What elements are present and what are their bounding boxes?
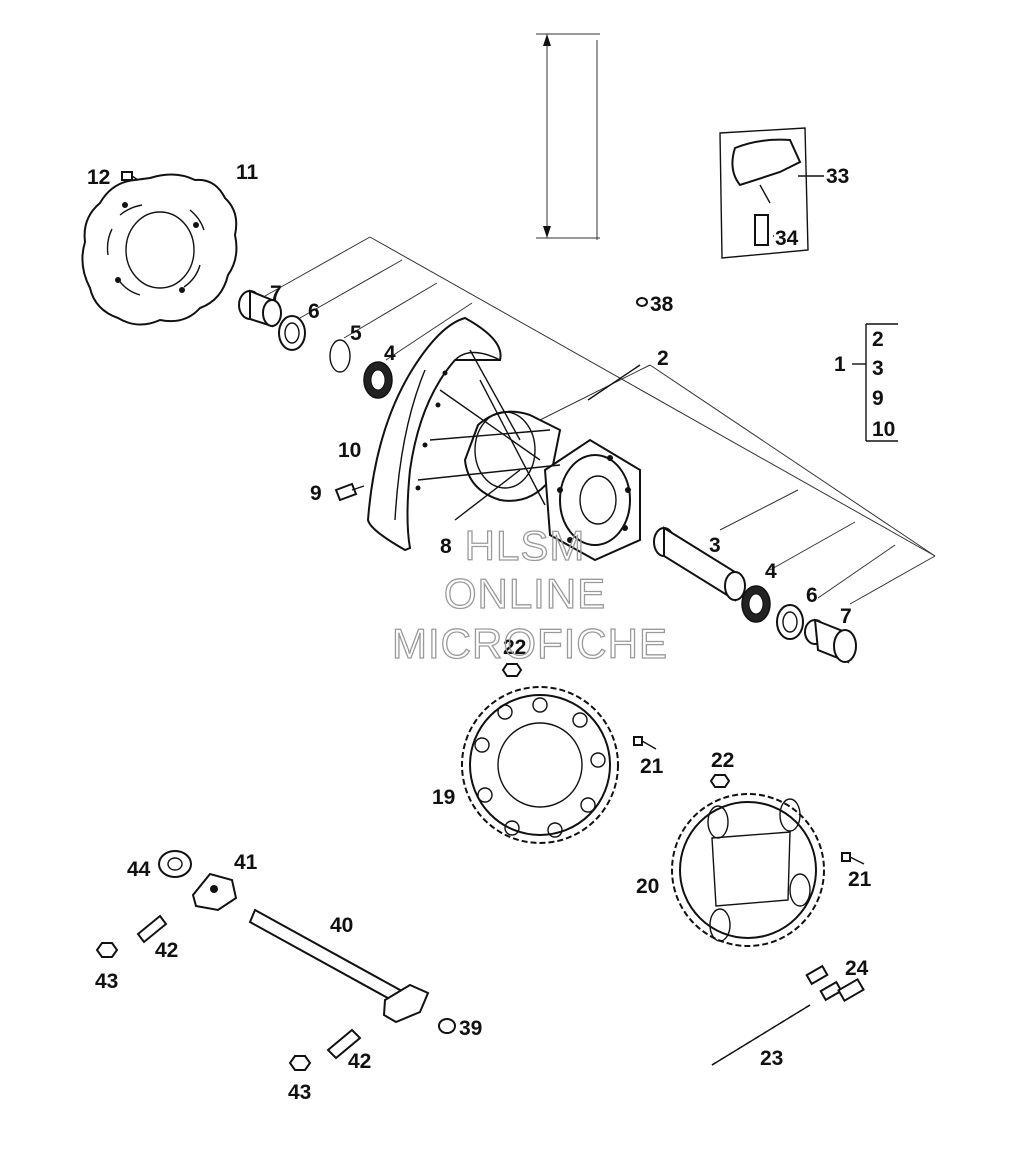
sprocket-bolt-1 [633,736,657,750]
adjuster-bolt-1 [136,914,168,944]
callout-11: 11 [236,161,259,184]
wheel-axle [248,908,430,1024]
callout-42-b: 42 [348,1050,371,1073]
callout-41: 41 [234,851,258,874]
adjuster-bolt-2 [326,1028,362,1060]
callout-7-left: 7 [270,282,282,305]
callout-20: 20 [636,875,659,898]
spokes [417,349,561,521]
group-parent-label: 1 [834,353,846,376]
callout-4-right: 4 [765,560,777,583]
spacer-sleeve-right [804,618,857,664]
part-group-bracket [852,323,898,442]
circlip [329,339,351,373]
watermark-line-2: ONLINE [444,570,606,617]
dimension-marker [536,33,600,240]
callout-6-right: 6 [806,584,818,607]
group-child-label-1: 2 [872,328,884,351]
callout-4-left: 4 [384,342,396,365]
axle-sleeve [653,526,746,602]
sprocket-bolt-2 [841,852,865,865]
callout-39: 39 [459,1017,482,1040]
callout-2: 2 [657,347,669,370]
callout-42-a: 42 [155,939,178,962]
callout-labels: 12 11 7 6 5 4 2 10 9 8 3 4 6 7 33 34 38 … [87,161,895,1104]
watermark: HLSM ONLINE MICROFICHE [391,521,668,667]
axle-cap [438,1018,456,1034]
callout-10: 10 [338,439,361,462]
callout-21-a: 21 [640,755,664,778]
callout-6-left: 6 [308,300,320,323]
callout-7-right: 7 [840,605,852,628]
watermark-line-3: MICROFICHE [392,620,668,667]
spacer-sleeve-left [238,289,282,328]
callout-9: 9 [310,482,322,505]
assembly-guide-lines [264,236,936,605]
drive-chain [711,1004,811,1066]
callout-12: 12 [87,166,110,189]
callout-19: 19 [432,786,455,809]
callout-22-a: 22 [503,636,526,659]
group-child-label-2: 3 [872,357,884,380]
callout-38: 38 [650,293,674,316]
leader-lines [587,175,824,401]
callout-21-b: 21 [848,868,872,891]
callout-22-b: 22 [711,749,734,772]
callout-43-b: 43 [288,1081,311,1104]
callout-24: 24 [845,957,869,980]
sprocket-small [671,793,825,947]
callout-34: 34 [775,227,799,250]
small-cap [636,297,648,307]
callout-5: 5 [350,322,362,345]
wheel-rim [366,316,502,552]
master-link [805,964,865,1003]
lock-nut-2 [288,1055,312,1071]
callout-3: 3 [709,534,721,557]
brake-disc [81,173,238,326]
sprocket-nut-2 [709,774,731,788]
bearing-right [741,585,771,623]
sprocket-nut-1 [501,663,523,677]
shaft-seal-left [278,315,306,351]
wheel-hub [463,410,641,562]
spoke-nipple [334,482,365,502]
lock-nut-1 [95,942,119,958]
disc-bolt [121,171,139,181]
callout-23: 23 [760,1047,783,1070]
callout-8: 8 [440,535,452,558]
callout-40: 40 [330,914,353,937]
group-child-label-3: 9 [872,387,884,410]
shaft-seal-right [776,604,804,640]
sprocket-large [461,686,619,844]
group-child-label-4: 10 [872,418,895,441]
chain-adjuster-left [191,872,238,912]
bearing-left [363,361,393,399]
chain-guide-box [719,127,809,259]
watermark-line-1: HLSM [465,522,586,569]
callout-43-a: 43 [95,970,118,993]
axle-nut [158,850,192,878]
callout-33: 33 [826,165,849,188]
callout-44: 44 [127,858,151,881]
